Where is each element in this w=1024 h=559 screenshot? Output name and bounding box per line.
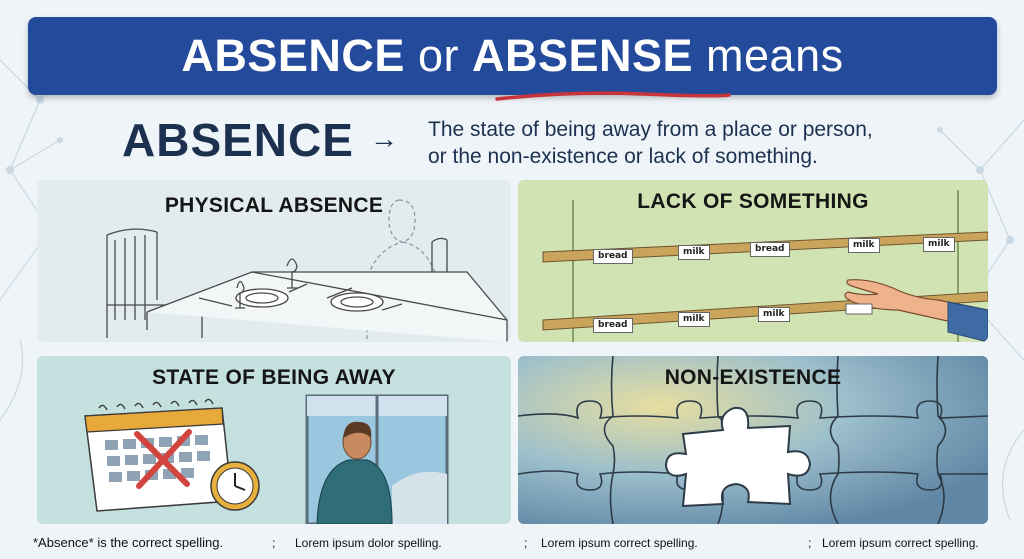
- title-word-misspelled: ABSENSE: [471, 30, 694, 81]
- footer-item-3: Lorem ipsum correct spelling.: [822, 536, 979, 550]
- misspelling-underline: [495, 91, 731, 101]
- calendar-icon: [84, 398, 233, 512]
- panel-physical-absence: PHYSICAL ABSENCE: [37, 180, 511, 342]
- panel-title-away: STATE OF BEING AWAY: [152, 366, 396, 389]
- definition-word: ABSENCE: [122, 114, 354, 166]
- title-banner: ABSENCE or ABSENSE means: [28, 17, 997, 101]
- definition-line-1: The state of being away from a place or …: [428, 118, 873, 141]
- shelf-label: milk: [678, 245, 710, 260]
- footer-item-1: Lorem ipsum dolor spelling.: [295, 536, 442, 550]
- title-suffix: means: [706, 30, 844, 81]
- definition-line-2: or the non-existence or lack of somethin…: [428, 145, 818, 168]
- empty-dining-table-illustration: [106, 199, 508, 342]
- shelf-label: milk: [923, 237, 955, 252]
- shelf-label: milk: [848, 238, 880, 253]
- panel-state-of-being-away: STATE OF BEING AWAY: [37, 356, 511, 524]
- footer-separator: ;: [808, 536, 812, 550]
- shelf-label: bread: [593, 249, 633, 264]
- footer-separator: ;: [272, 536, 276, 550]
- panel-title-nonexistence: NON-EXISTENCE: [664, 366, 842, 389]
- title-word-correct: ABSENCE: [181, 30, 405, 81]
- definition-block: ABSENCE → The state of being away from a…: [122, 110, 922, 170]
- shelf-label: milk: [678, 312, 710, 327]
- clock-icon: [210, 461, 260, 511]
- footer-item-2: Lorem ipsum correct spelling.: [541, 536, 698, 550]
- calendar-and-window-illustration: [84, 394, 449, 524]
- panel-lack-of-something: LACK OF SOMETHING bread milk bread milk …: [518, 180, 988, 342]
- definition-text: The state of being away from a place or …: [428, 116, 873, 170]
- panel-non-existence: NON-EXISTENCE: [518, 356, 988, 524]
- panel-title-physical: PHYSICAL ABSENCE: [164, 194, 384, 217]
- right-arrow-icon: →: [370, 123, 398, 154]
- footer-notes: *Absence* is the correct spelling. ; Lor…: [0, 528, 1024, 559]
- footer-spelling-note: *Absence* is the correct spelling.: [33, 535, 224, 550]
- shelf-label: bread: [750, 242, 790, 257]
- footer-separator: ;: [524, 536, 528, 550]
- shelf-label: bread: [593, 318, 633, 333]
- title-connector: or: [417, 30, 459, 81]
- shelf-label: milk: [758, 307, 790, 322]
- puzzle-missing-piece-illustration: [518, 356, 988, 524]
- panel-title-lack: LACK OF SOMETHING: [637, 190, 869, 213]
